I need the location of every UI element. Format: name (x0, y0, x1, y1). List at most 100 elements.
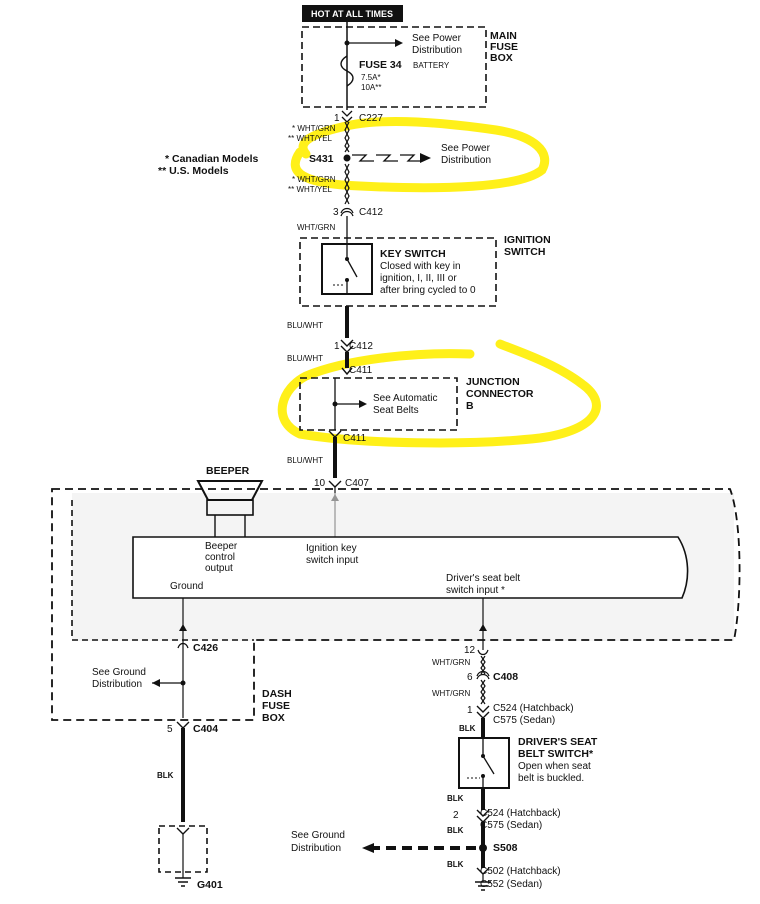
hot-label: HOT AT ALL TIMES (311, 9, 393, 19)
beeper-title: BEEPER (206, 465, 250, 477)
c412-bot-label: C412 (349, 341, 373, 352)
c227-pin: 1 (334, 113, 340, 124)
s431-see-ref-1: See Power (441, 143, 491, 154)
connector-icon (340, 207, 354, 214)
beeper-output-3: output (205, 563, 233, 574)
control-unit (132, 536, 689, 599)
c552-label: C552 (Sedan) (480, 879, 542, 890)
s431-wire-below-2: ** WHT/YEL (288, 185, 333, 194)
c407-wire: BLU/WHT (287, 456, 323, 465)
c227-label: C227 (359, 113, 383, 124)
legend-us: ** U.S. Models (158, 165, 229, 177)
beeper-output-2: control (205, 552, 235, 563)
fuse-rating-2: 10A** (361, 83, 381, 92)
highlight-junction (277, 339, 601, 448)
junction-title-3: B (466, 400, 474, 412)
c412-top-pin: 3 (333, 207, 339, 218)
c412-bot-pin: 1 (334, 341, 340, 352)
connector-icon (477, 649, 489, 656)
seat-belt-switch-icon (458, 737, 510, 789)
s431-wire-above-2: ** WHT/YEL (288, 134, 333, 143)
driver-input-1: Driver's seat belt (446, 573, 520, 584)
s431-label: S431 (309, 153, 334, 165)
c404-label: C404 (193, 723, 218, 735)
c411-top-label: C411 (349, 365, 373, 376)
dash-fuse-title-3: BOX (262, 712, 285, 724)
g401-label: G401 (197, 879, 223, 891)
main-fuse-title-2: FUSE (490, 41, 518, 53)
left-wire-blk: BLK (157, 771, 174, 780)
right-wire-4: BLK (447, 794, 464, 803)
ground-icon (475, 881, 491, 891)
c404-pin: 5 (167, 724, 173, 735)
right-wire-3: BLK (459, 724, 476, 733)
c426-label: C426 (193, 642, 218, 654)
fuse-icon (340, 55, 354, 87)
c412-top-label: C412 (359, 207, 383, 218)
connector-icon (341, 367, 353, 376)
ground-icon (175, 877, 191, 887)
main-fuse-box (301, 26, 487, 108)
beeper-output-1: Beeper (205, 541, 238, 552)
c524a-pin: 1 (467, 705, 473, 716)
c524b-label: C524 (Hatchback) (480, 808, 561, 819)
right-wire-6: BLK (447, 860, 464, 869)
arrow-up-icon (179, 624, 187, 631)
right-ground-ref-1: See Ground (291, 830, 345, 841)
fuse-battery-label: BATTERY (413, 61, 450, 70)
key-switch-desc-3: after bring cycled to 0 (380, 285, 476, 296)
main-fuse-title-1: MAIN (490, 30, 517, 42)
connector-icon (176, 827, 190, 835)
arrow-right-icon (359, 400, 367, 408)
ignition-title-2: SWITCH (504, 246, 545, 258)
junction-see-ref-2: Seat Belts (373, 405, 419, 416)
fuse-rating-1: 7.5A* (361, 73, 381, 82)
ground-label: Ground (170, 581, 203, 592)
c408-label: C408 (493, 671, 518, 683)
connector-icon (328, 480, 342, 488)
c575b-label: C575 (Sedan) (480, 820, 542, 831)
junction-title-2: CONNECTOR (466, 388, 534, 400)
left-ground-ref-1: See Ground (92, 667, 146, 678)
arrow-right-icon (395, 39, 403, 47)
c575a-label: C575 (Sedan) (493, 715, 555, 726)
junction-title-1: JUNCTION (466, 376, 520, 388)
main-fuse-see-ref-1: See Power (412, 33, 462, 44)
c412-bot-wire-below: BLU/WHT (287, 354, 323, 363)
key-switch-desc-1: Closed with key in (380, 261, 461, 272)
c524b-pin: 2 (453, 810, 459, 821)
twisted-pair-icon (352, 154, 420, 162)
left-ground-ref-2: Distribution (92, 679, 142, 690)
right-wire-2: WHT/GRN (432, 689, 470, 698)
main-fuse-see-ref-2: Distribution (412, 45, 462, 56)
right-wire-1: WHT/GRN (432, 658, 470, 667)
seat-switch-desc-1: Open when seat (518, 761, 591, 772)
ignition-title-1: IGNITION (504, 234, 551, 246)
g401-box (158, 825, 208, 873)
main-fuse-title-3: BOX (490, 52, 513, 64)
s431-splice (343, 154, 351, 162)
connector-icon (176, 721, 190, 729)
connector-icon (476, 705, 490, 719)
fuse-34-label: FUSE 34 (359, 59, 402, 71)
legend-canadian: * Canadian Models (165, 153, 259, 165)
right-pin-12: 12 (464, 645, 476, 656)
arrow-right-icon (420, 153, 431, 163)
s431-see-ref-2: Distribution (441, 155, 491, 166)
arrow-left-icon (152, 679, 160, 687)
ignition-input-1: Ignition key (306, 543, 357, 554)
dash-fuse-outline (51, 488, 741, 721)
c524a-label: C524 (Hatchback) (493, 703, 574, 714)
c412-top-wire: WHT/GRN (297, 223, 335, 232)
connector-icon (177, 642, 189, 649)
arrow-up-icon (479, 624, 487, 631)
dash-fuse-title-2: FUSE (262, 700, 290, 712)
s508-label: S508 (493, 842, 518, 854)
s431-wire-below-1: * WHT/GRN (292, 175, 336, 184)
connector-icon (476, 670, 490, 680)
ignition-input-2: switch input (306, 555, 358, 566)
hot-label-box (302, 5, 403, 22)
c502-label: C502 (Hatchback) (480, 866, 561, 877)
right-wire-5: BLK (447, 826, 464, 835)
